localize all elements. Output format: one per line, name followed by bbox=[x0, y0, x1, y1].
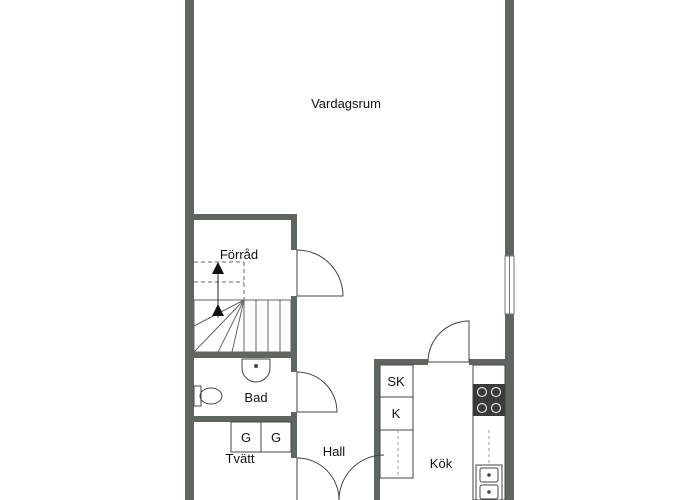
kitchen-top-wall-left bbox=[374, 359, 428, 365]
sink bbox=[241, 358, 271, 383]
fridge-label: K bbox=[392, 406, 401, 421]
bath-fixtures bbox=[193, 358, 271, 407]
interior-walls bbox=[194, 214, 509, 500]
hall-door bbox=[338, 454, 385, 500]
laundry-door bbox=[296, 457, 340, 500]
kitchen-fixtures bbox=[379, 364, 506, 500]
storage-right-wall-upper bbox=[291, 214, 297, 250]
stair-arrow-upper bbox=[212, 262, 224, 274]
right-exterior-wall-upper bbox=[505, 0, 514, 256]
room-label-laundry: Tvätt bbox=[226, 451, 255, 466]
window bbox=[504, 255, 515, 315]
doors bbox=[296, 249, 470, 500]
room-label-storage: Förråd bbox=[220, 247, 258, 262]
laundry-appliances bbox=[230, 421, 292, 453]
bath-top-wall bbox=[194, 352, 297, 358]
left-exterior-wall bbox=[185, 0, 194, 500]
toilet bbox=[193, 385, 223, 407]
stair-arrows bbox=[212, 262, 224, 316]
stairs bbox=[193, 261, 292, 353]
fixture-labels: SK K G G bbox=[241, 374, 405, 445]
bath-right-wall bbox=[291, 352, 297, 372]
freezer-label: SK bbox=[387, 374, 405, 389]
kitchen-sink bbox=[475, 464, 503, 500]
bath-door bbox=[296, 371, 338, 413]
dryer-label: G bbox=[271, 430, 281, 445]
room-label-kitchen: Kök bbox=[430, 456, 453, 471]
kitchen-top-wall-right bbox=[469, 359, 509, 365]
room-label-bath: Bad bbox=[244, 390, 267, 405]
exterior-walls bbox=[185, 0, 514, 500]
room-label-hall: Hall bbox=[323, 444, 346, 459]
washer-label: G bbox=[241, 430, 251, 445]
stove bbox=[473, 384, 505, 416]
dryer bbox=[260, 421, 292, 453]
room-label-living: Vardagsrum bbox=[311, 96, 381, 111]
right-counter bbox=[472, 364, 506, 500]
laundry-top-wall bbox=[194, 416, 297, 422]
stair-arrow-lower bbox=[212, 304, 224, 316]
kitchen-left-wall bbox=[374, 359, 380, 500]
storage-door bbox=[296, 249, 344, 297]
storage-right-wall-lower bbox=[291, 296, 297, 358]
right-exterior-wall-lower bbox=[505, 314, 514, 500]
laundry-right-wall bbox=[291, 416, 297, 458]
kitchen-door bbox=[427, 320, 470, 363]
storage-top-wall bbox=[194, 214, 297, 220]
left-counter bbox=[379, 429, 414, 479]
room-labels: Vardagsrum Förråd Bad Hall Kök Tvätt bbox=[220, 96, 453, 471]
